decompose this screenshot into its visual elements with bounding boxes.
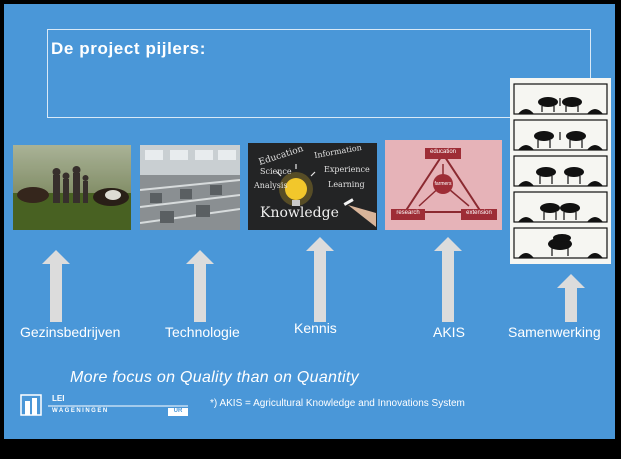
quality-tagline: More focus on Quality than on Quantity xyxy=(70,369,359,386)
knowledge-word-science: Science xyxy=(260,167,292,176)
akis-node-research: research xyxy=(396,210,420,216)
arrow-up-icon xyxy=(557,274,585,322)
slide-title: De project pijlers: xyxy=(51,39,206,58)
pillar-label-kennis: Kennis xyxy=(294,320,337,336)
akis-footnote: *) AKIS = Agricultural Knowledge and Inn… xyxy=(210,398,465,409)
arrow-up-icon xyxy=(434,237,462,322)
logo-subtitle: WAGENINGEN xyxy=(52,408,109,414)
arrow-up-icon xyxy=(42,250,70,322)
logo-badge: UR xyxy=(173,408,183,414)
knowledge-word-experience: Experience xyxy=(324,165,370,174)
knowledge-word-analysis: Analysis xyxy=(254,181,288,190)
technology-barn-photo xyxy=(140,145,240,230)
logo-name: LEI xyxy=(52,394,65,403)
lei-wageningen-logo: LEI WAGENINGEN UR xyxy=(18,393,196,419)
pillar-label-gezinsbedrijven: Gezinsbedrijven xyxy=(20,324,121,340)
cooperation-donkeys-cartoon xyxy=(510,78,611,264)
pillar-label-technologie: Technologie xyxy=(165,324,240,340)
knowledge-word-learning: Learning xyxy=(328,180,365,189)
arrow-up-icon xyxy=(186,250,214,322)
family-farm-photo xyxy=(13,145,131,230)
akis-node-extension: extension xyxy=(466,210,492,216)
akis-diagram: education farmers research extension xyxy=(385,140,502,230)
knowledge-chalkboard-photo: Education Information Science Experience… xyxy=(248,143,377,230)
akis-node-education: education xyxy=(429,149,457,155)
pillar-label-akis: AKIS xyxy=(433,324,465,340)
knowledge-main-word: Knowledge xyxy=(260,205,339,221)
akis-node-farmers: farmers xyxy=(434,181,452,187)
title-box xyxy=(47,29,591,118)
arrow-up-icon xyxy=(306,237,334,322)
pillar-label-samenwerking: Samenwerking xyxy=(508,324,601,340)
